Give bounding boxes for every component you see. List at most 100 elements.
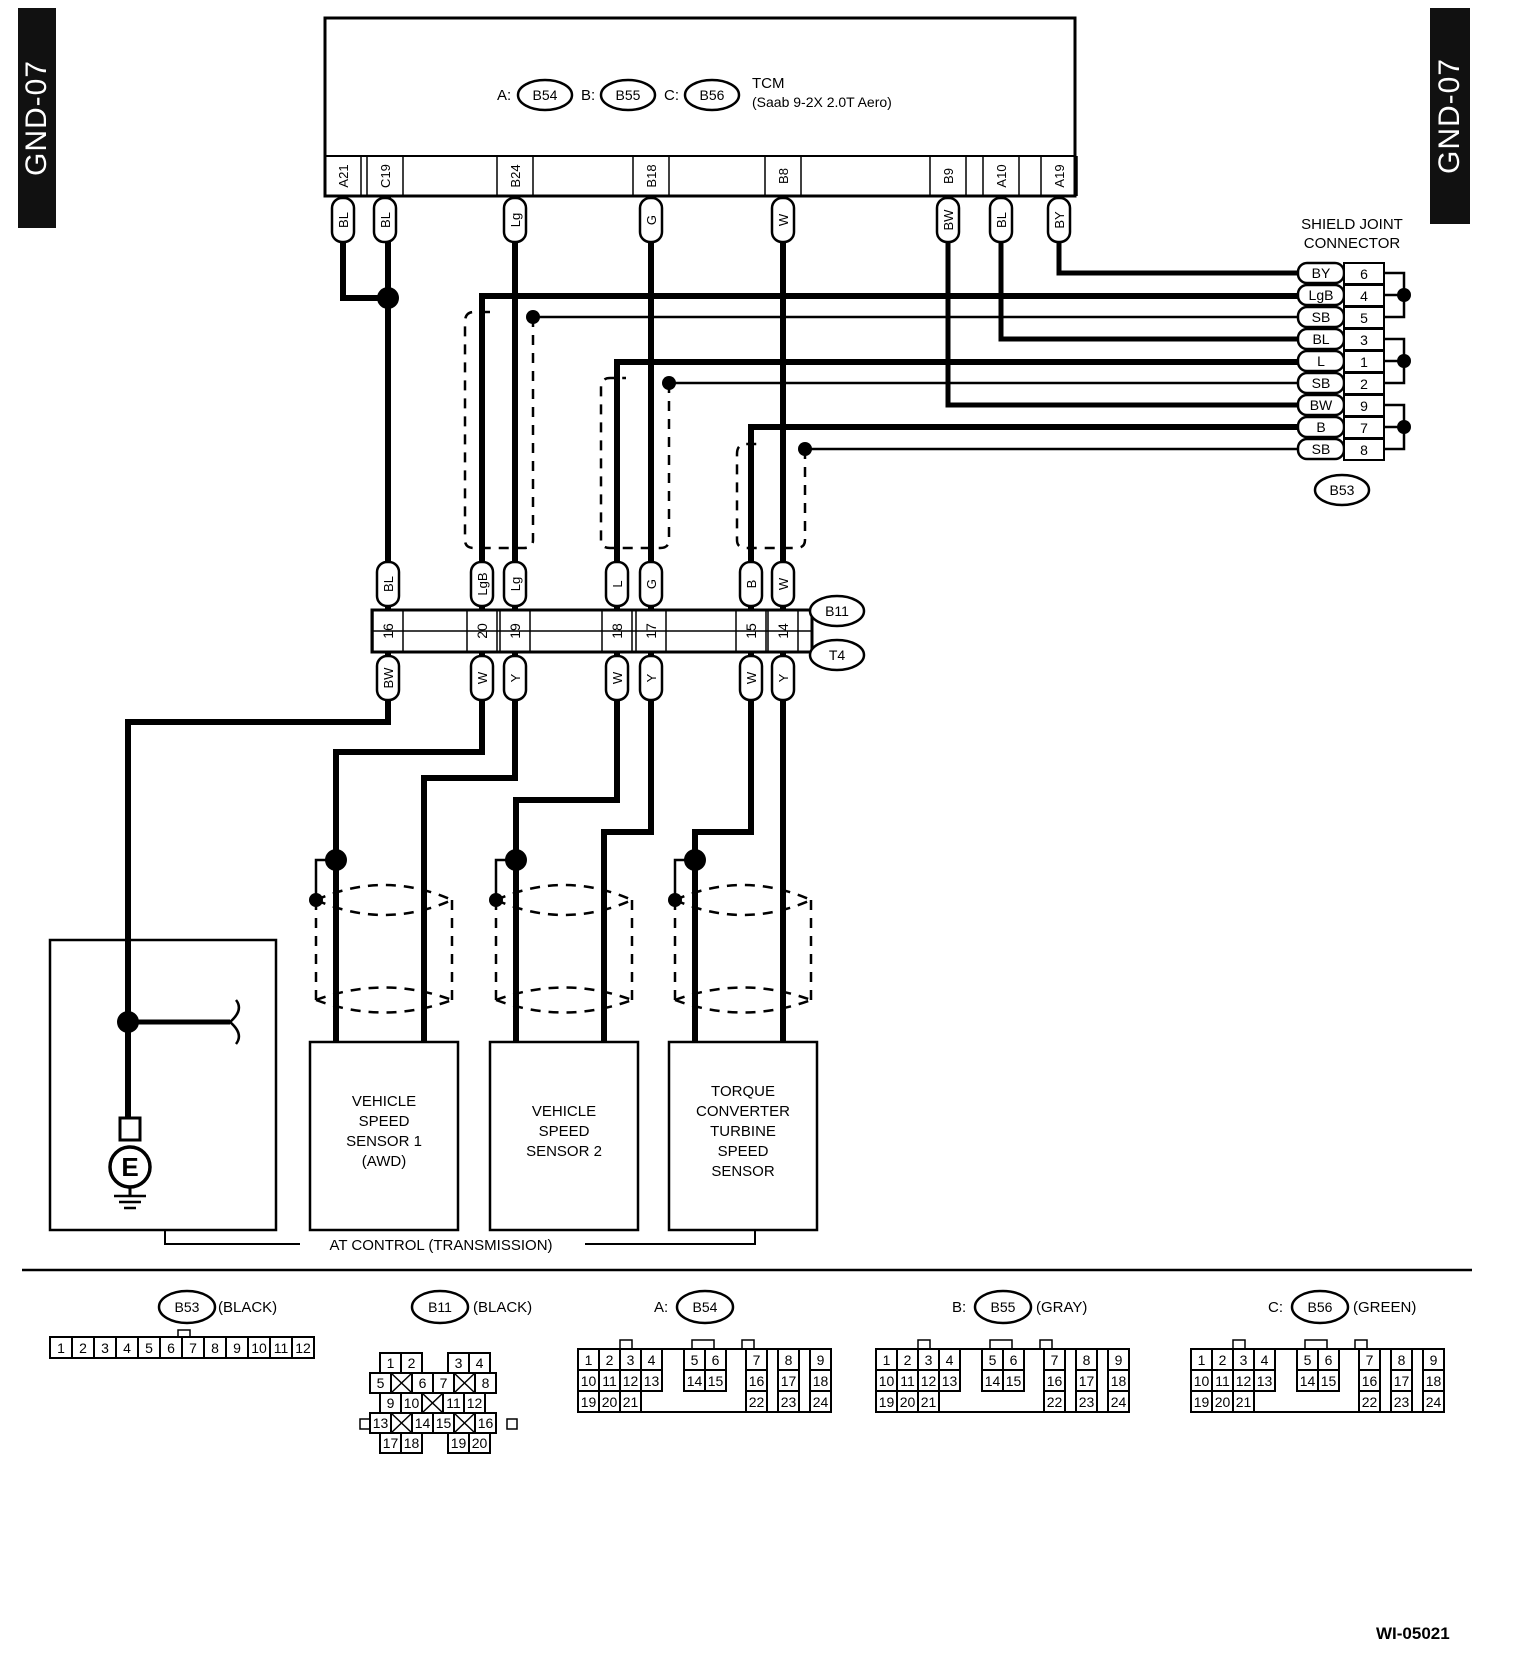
joint-bottom-wire-tag-18: W (604, 654, 630, 702)
b53-pin: 9 (233, 1340, 241, 1356)
joint-top-wire-tag-19: Lg (502, 560, 528, 608)
tcm-wire-tag-a10-label: BL (994, 212, 1009, 228)
tcm-wire-tag-b9-label: BW (941, 209, 956, 231)
b56-pin: 19 (1194, 1394, 1210, 1410)
b56-view-color: (GREEN) (1353, 1299, 1416, 1316)
b11-view-color: (BLACK) (473, 1299, 532, 1316)
tcm-title: TCM (752, 75, 785, 92)
b11-pin: 13 (373, 1415, 389, 1431)
tcm-wire-tag-c19-label: BL (378, 212, 393, 228)
b54-pin: 13 (644, 1373, 660, 1389)
b56-pin: 2 (1219, 1352, 1227, 1368)
b53-view-code: B53 (175, 1299, 200, 1315)
shield-joint-wire: SB (1312, 375, 1331, 391)
tcm-pin-a10: A10 (994, 164, 1009, 187)
b11-pin: 7 (440, 1375, 448, 1391)
b11-view-badge (410, 1289, 470, 1325)
b54-pin: 23 (781, 1394, 797, 1410)
joint-pin-17: 17 (643, 623, 659, 639)
side-tab-right: GND-07 (1430, 8, 1470, 224)
sensor-3-label: TURBINE (710, 1123, 776, 1140)
b54-pin: 11 (602, 1373, 617, 1389)
tcm-wire-tag-b8: W (770, 196, 796, 244)
b11-pin: 20 (472, 1435, 488, 1451)
shield-joint-row: LgB 4 (1296, 283, 1385, 307)
b55-pin: 13 (942, 1373, 958, 1389)
tcm-connector-c: B56 (700, 87, 725, 103)
shield-joint-wire: B (1316, 419, 1325, 435)
b54-pin: 20 (602, 1394, 618, 1410)
b56-pin: 24 (1426, 1394, 1442, 1410)
b54-pin: 9 (817, 1352, 825, 1368)
shield-joint-wire: LgB (1309, 287, 1334, 303)
tcm-pin-b9: B9 (941, 168, 956, 184)
b56-pin: 11 (1215, 1373, 1230, 1389)
shield-joint-pin: 3 (1360, 332, 1368, 348)
joint-bottom-wire-tag-16: BW (375, 654, 401, 702)
b55-pin: 8 (1083, 1352, 1091, 1368)
tcm-wire-tag-b18-label: G (644, 215, 659, 225)
joint-top-wire-tag-20: LgB (469, 560, 495, 608)
b11-pin: 15 (436, 1415, 452, 1431)
b54-pin: 16 (749, 1373, 765, 1389)
b54-pin: 19 (581, 1394, 597, 1410)
shield-joint-title-line2: CONNECTOR (1304, 235, 1401, 252)
b54-pin: 14 (687, 1373, 703, 1389)
b11-pin: 18 (404, 1435, 420, 1451)
wire-18-w (513, 652, 620, 1042)
joint-pin-15: 15 (743, 623, 759, 639)
tcm-pin-b18: B18 (644, 164, 659, 187)
b11-pin: 1 (387, 1355, 395, 1371)
b55-pin: 17 (1079, 1373, 1095, 1389)
b11-pin: 4 (476, 1355, 484, 1371)
b55-pin: 16 (1047, 1373, 1063, 1389)
b55-pin: 6 (1010, 1352, 1018, 1368)
b54-pin: 7 (753, 1352, 761, 1368)
b54-pin: 22 (749, 1394, 765, 1410)
shield-joint-pin: 8 (1360, 442, 1368, 458)
b56-pin: 16 (1362, 1373, 1378, 1389)
sensor-1-box (308, 1040, 460, 1232)
group-label: AT CONTROL (TRANSMISSION) (329, 1237, 552, 1254)
sensor-3-label: SPEED (718, 1143, 769, 1160)
tcm-wire-tag-a10: BL (988, 196, 1014, 244)
joint-connector-top-badge (808, 594, 866, 628)
b55-view-color: (GRAY) (1036, 1299, 1087, 1316)
b54-pin: 17 (781, 1373, 797, 1389)
b56-pin: 13 (1257, 1373, 1273, 1389)
tcm-connector-a-badge (516, 78, 574, 112)
b11-pin: 12 (467, 1395, 483, 1411)
shield-joint-wire: BY (1312, 265, 1331, 281)
b53-pin: 10 (251, 1340, 267, 1356)
wire-16-bw (125, 652, 391, 1118)
b53-pin: 3 (101, 1340, 109, 1356)
shield-joint-connector-code: B53 (1330, 482, 1355, 498)
tcm-wire-tag-a21-label: BL (336, 212, 351, 228)
b56-pin: 22 (1362, 1394, 1378, 1410)
sensor-3-label: TORQUE (711, 1083, 775, 1100)
joint-top-wire-tag-14-label: W (776, 577, 791, 590)
b55-pin: 10 (879, 1373, 895, 1389)
b55-view-code: B55 (991, 1299, 1016, 1315)
wire-l (614, 359, 1298, 610)
tcm-connector-b-badge (599, 78, 657, 112)
shield-joint-pin: 4 (1360, 288, 1368, 304)
joint-top-wire-tag-15: B (738, 560, 764, 608)
b11-pin: 8 (482, 1375, 490, 1391)
joint-bottom-wire-tag-19-label: Y (508, 673, 523, 682)
b11-pin: 3 (455, 1355, 463, 1371)
tcm-pin-a19: A19 (1052, 164, 1067, 187)
b11-pin: 11 (446, 1395, 461, 1411)
b11-pin: 2 (408, 1355, 416, 1371)
b55-pin: 2 (904, 1352, 912, 1368)
